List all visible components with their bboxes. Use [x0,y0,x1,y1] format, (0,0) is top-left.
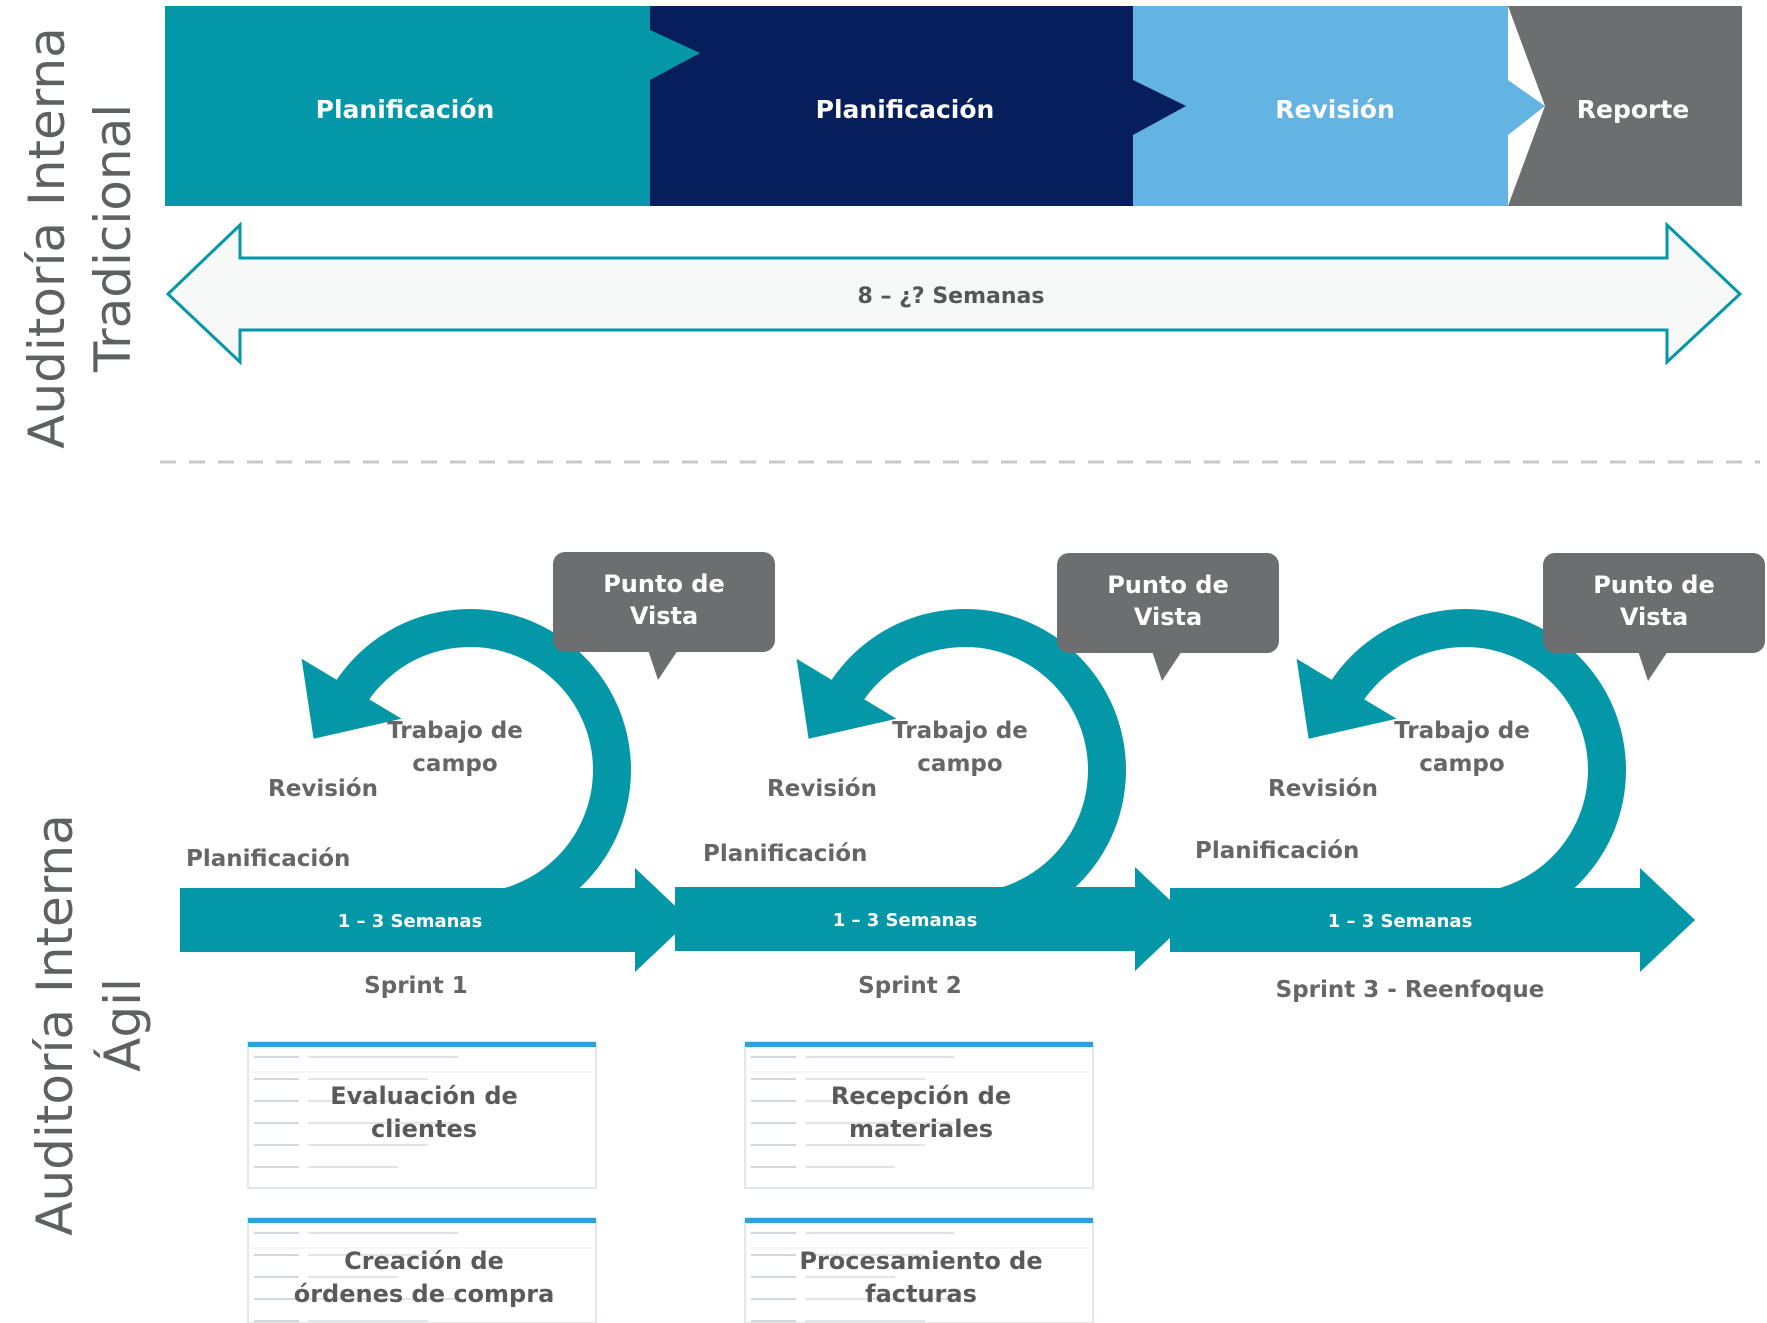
phase-revision-label: Revisión [1275,95,1395,124]
phase-revision-shape [1133,6,1545,206]
sprint-weeks-label: 1 – 3 Semanas [833,910,978,931]
viewpoint-line1: Punto de [603,570,725,598]
sprint-weeks-label: 1 – 3 Semanas [338,911,483,932]
viewpoint-bubble [1543,553,1765,653]
viewpoint-bubble [1057,553,1279,653]
phase-planificacion-2-label: Planificación [816,95,995,124]
task-card: Evaluación de clientes [247,1041,597,1189]
fieldwork-line2: campo [1419,751,1504,777]
viewpoint-line2: Vista [630,602,698,630]
task-card: Creación de órdenes de compra [247,1217,597,1323]
loop-arrowhead [301,658,402,739]
phase-planificacion-2-shape [650,6,1186,206]
duration-double-arrow [165,221,1743,366]
viewpoint-bubble-tail [648,650,678,680]
review-label: Revisión [767,776,877,802]
loop-arrowhead [796,658,897,739]
task-card-title-line2: facturas [865,1280,977,1308]
traditional-title-line1: Auditoría Interna [18,27,76,449]
traditional-title-line2: Tradicional [84,104,142,373]
review-label: Revisión [268,776,378,802]
phase-reporte-label: Reporte [1577,95,1690,124]
traditional-section: Auditoría Interna Tradicional Planificac… [18,6,1743,449]
fieldwork-line2: campo [412,751,497,777]
planning-label: Planificación [1195,838,1359,864]
task-card-title-line1: Recepción de [831,1082,1011,1110]
fieldwork-line1: Trabajo de [1394,718,1530,744]
task-card-title-line2: materiales [849,1115,993,1143]
planning-label: Planificación [186,846,350,872]
viewpoint-line2: Vista [1620,603,1688,631]
task-card-title-line2: clientes [371,1115,477,1143]
viewpoint-bubble-tail [1638,651,1668,681]
task-card-title-line1: Evaluación de [330,1082,518,1110]
task-card-title-line1: Creación de [344,1247,504,1275]
task-card-title-line1: Procesamiento de [799,1247,1042,1275]
agile-title-line2: Ágil [93,978,152,1072]
sprint-name: Sprint 1 [364,973,468,999]
sprint-name: Sprint 3 - Reenfoque [1276,977,1545,1003]
agile-title-line1: Auditoría Interna [26,814,84,1236]
sprint-weeks-label: 1 – 3 Semanas [1328,911,1473,932]
fieldwork-line2: campo [917,751,1002,777]
viewpoint-bubble [553,552,775,652]
task-card: Procesamiento de facturas [744,1217,1094,1323]
planning-label: Planificación [703,841,867,867]
phase-planificacion-1-label: Planificación [316,95,495,124]
viewpoint-line2: Vista [1134,603,1202,631]
viewpoint-bubble-tail [1152,651,1182,681]
agile-section: Auditoría Interna Ágil Punto de VistaTrab… [26,552,1765,1323]
fieldwork-line1: Trabajo de [387,718,523,744]
fieldwork-line1: Trabajo de [892,718,1028,744]
loop-arrowhead [1296,658,1397,739]
task-card-title-line2: órdenes de compra [294,1280,555,1308]
review-label: Revisión [1268,776,1378,802]
phase-planificacion-1-shape [165,6,700,206]
sprint-name: Sprint 2 [858,973,962,999]
viewpoint-line1: Punto de [1107,571,1229,599]
phase-reporte-shape [1508,6,1742,206]
duration-label: 8 – ¿? Semanas [858,284,1045,309]
viewpoint-line1: Punto de [1593,571,1715,599]
task-card: Recepción de materiales [744,1041,1094,1189]
